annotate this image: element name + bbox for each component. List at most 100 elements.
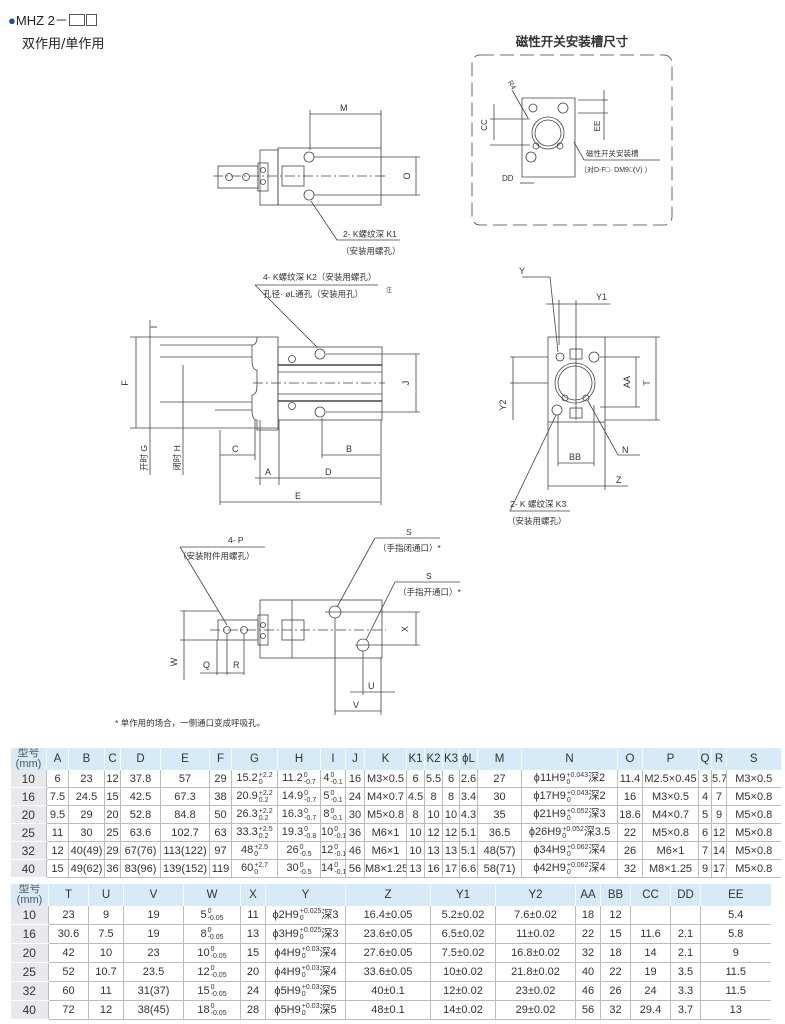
model-prefix: MHZ 2－ [15,13,68,28]
column-header: J [345,748,365,770]
s1-note-sub: （手指闭通口）* [378,543,442,553]
depth-label: 深2 [588,790,606,803]
model-size-cell: 40 [10,1000,49,1020]
table-cell: 19 [630,962,671,982]
column-header: V [123,884,184,906]
column-header: DD [670,884,701,906]
table-cell: 11.5 [700,962,771,982]
model-title: ●MHZ 2－ [8,10,97,29]
tolerance-lo: 0 [566,814,571,822]
table-cell: M4×0.7 [642,805,699,824]
cell-value: 15.2 [236,772,258,785]
cell-value: 10 [321,826,334,839]
column-header: BB [600,884,631,906]
tolerance-lo: -0.7 [304,796,317,804]
tolerance-up: 0 [207,908,212,916]
model-header-line: 型号 [17,748,40,759]
tolerance: 0-0.1 [331,772,343,786]
table-cell: 102.7 [160,823,210,842]
column-header: K3 [442,748,460,770]
table-cell: 12 [600,906,631,925]
dim-n-label: N [622,445,629,455]
cell-value: 18 [197,1003,210,1016]
table-cell: 12 [442,823,460,842]
tolerance-lo: -0.8 [304,832,317,840]
table-cell: 84.8 [160,805,210,824]
table-cell: 23 [123,943,184,963]
cell-value: 11.2 [282,772,303,785]
cell-value: 15 [197,984,210,997]
table-cell: 27.6±0.05 [345,943,431,963]
model-size-cell: 32 [10,841,47,860]
table-cell: 4.5 [406,787,425,806]
table-cell: 5.1 [459,823,478,842]
table-cell: 24 [345,787,365,806]
tolerance-lo: -0.1 [334,832,346,840]
cell-value: ϕ11H9 [533,772,566,785]
tolerance-up: 0 [304,807,309,815]
table-cell: 2.1 [670,924,701,944]
tolerance-up: 0 [207,927,212,935]
tolerance-up: +2.5 [254,843,269,851]
dim-u-label: U [368,681,375,691]
table-cell: M5×0.8 [726,859,781,878]
tolerance-lo: 0.2 [258,814,269,822]
model-size-cell: 16 [10,787,47,806]
table-cell: 9 [711,805,727,824]
tolerance-lo: -0.1 [334,850,346,858]
table-cell: 12±0.02 [430,981,496,1001]
table-cell: 12 [104,770,121,788]
table-cell: 15 [104,787,121,806]
column-header: Y1 [430,884,496,906]
tolerance-up: +2.7 [254,861,269,869]
tolerance-up: +0.062 [566,861,589,869]
table-cell: 9 [700,943,771,963]
table-cell: 27 [477,770,522,788]
depth-label: 深4 [588,844,606,857]
column-header: B [68,748,105,770]
tolerance-up: 0 [210,1003,215,1011]
dim-t-label: T [642,380,652,386]
model-header-line: 型号 [18,884,41,895]
table-cell: 35 [477,805,522,824]
table-cell: 16 [617,787,643,806]
table-cell: 20 [240,962,266,982]
table-cell: 18 [575,906,601,925]
column-header: AA [575,884,601,906]
tolerance: 0-0.5 [300,844,312,858]
note-mark: 注 [386,286,392,294]
tolerance-lo: 0 [258,778,263,786]
k1-note: 2- K螺纹深 K1 [343,229,397,239]
tolerance-lo: 0 [301,991,306,999]
s2-note: S [426,571,432,581]
tolerance-up: +0.03 [301,1003,320,1011]
tolerance-up: +2.5 [258,825,273,833]
depth-label: 深5 [319,984,337,997]
dim-e-label: E [295,491,301,501]
tolerance-up: 0 [299,843,304,851]
table-cell: 36 [104,859,121,878]
cell-value: 30 [286,862,299,875]
cell-value: ϕ4H9 [274,965,301,978]
cell-value: 8 [200,927,207,940]
tolerance-lo: 0 [562,832,567,840]
table-cell: 9 [698,859,712,878]
table-cell: 56 [575,1000,601,1020]
cell-value: 60 [240,862,254,875]
table-cell: 11.6 [630,924,671,944]
tolerance-up: +0.052 [562,825,584,833]
dim-o-label: O [402,172,412,179]
tolerance-up: +0.03 [301,946,320,954]
